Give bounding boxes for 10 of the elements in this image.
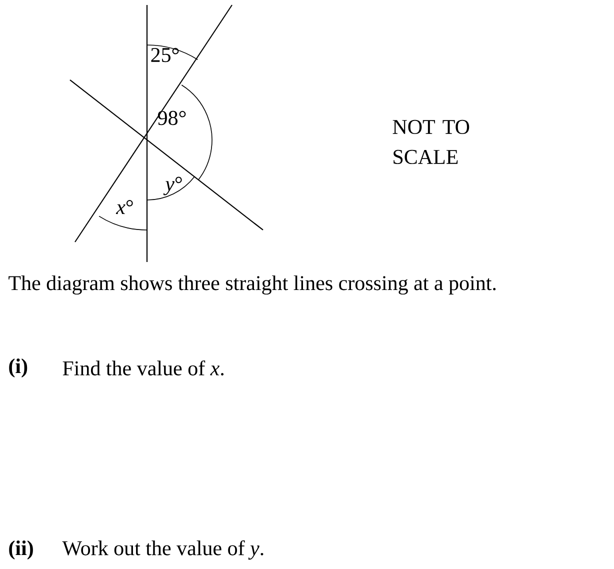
question-text: Work out the value of y. xyxy=(62,540,264,560)
angle-label: 98° xyxy=(158,110,186,126)
scale-note: NOT TO SCALE xyxy=(392,120,470,164)
question-text: Find the value of x. xyxy=(62,360,224,376)
part-number: (i) xyxy=(9,358,28,378)
angle-label: 25° xyxy=(151,48,179,62)
part-number: (ii) xyxy=(9,540,33,560)
question-text: The diagram shows three straight lines crossing at a point. xyxy=(8,275,496,295)
angle-label: x° xyxy=(116,200,133,214)
angle-label: y° xyxy=(163,176,182,196)
